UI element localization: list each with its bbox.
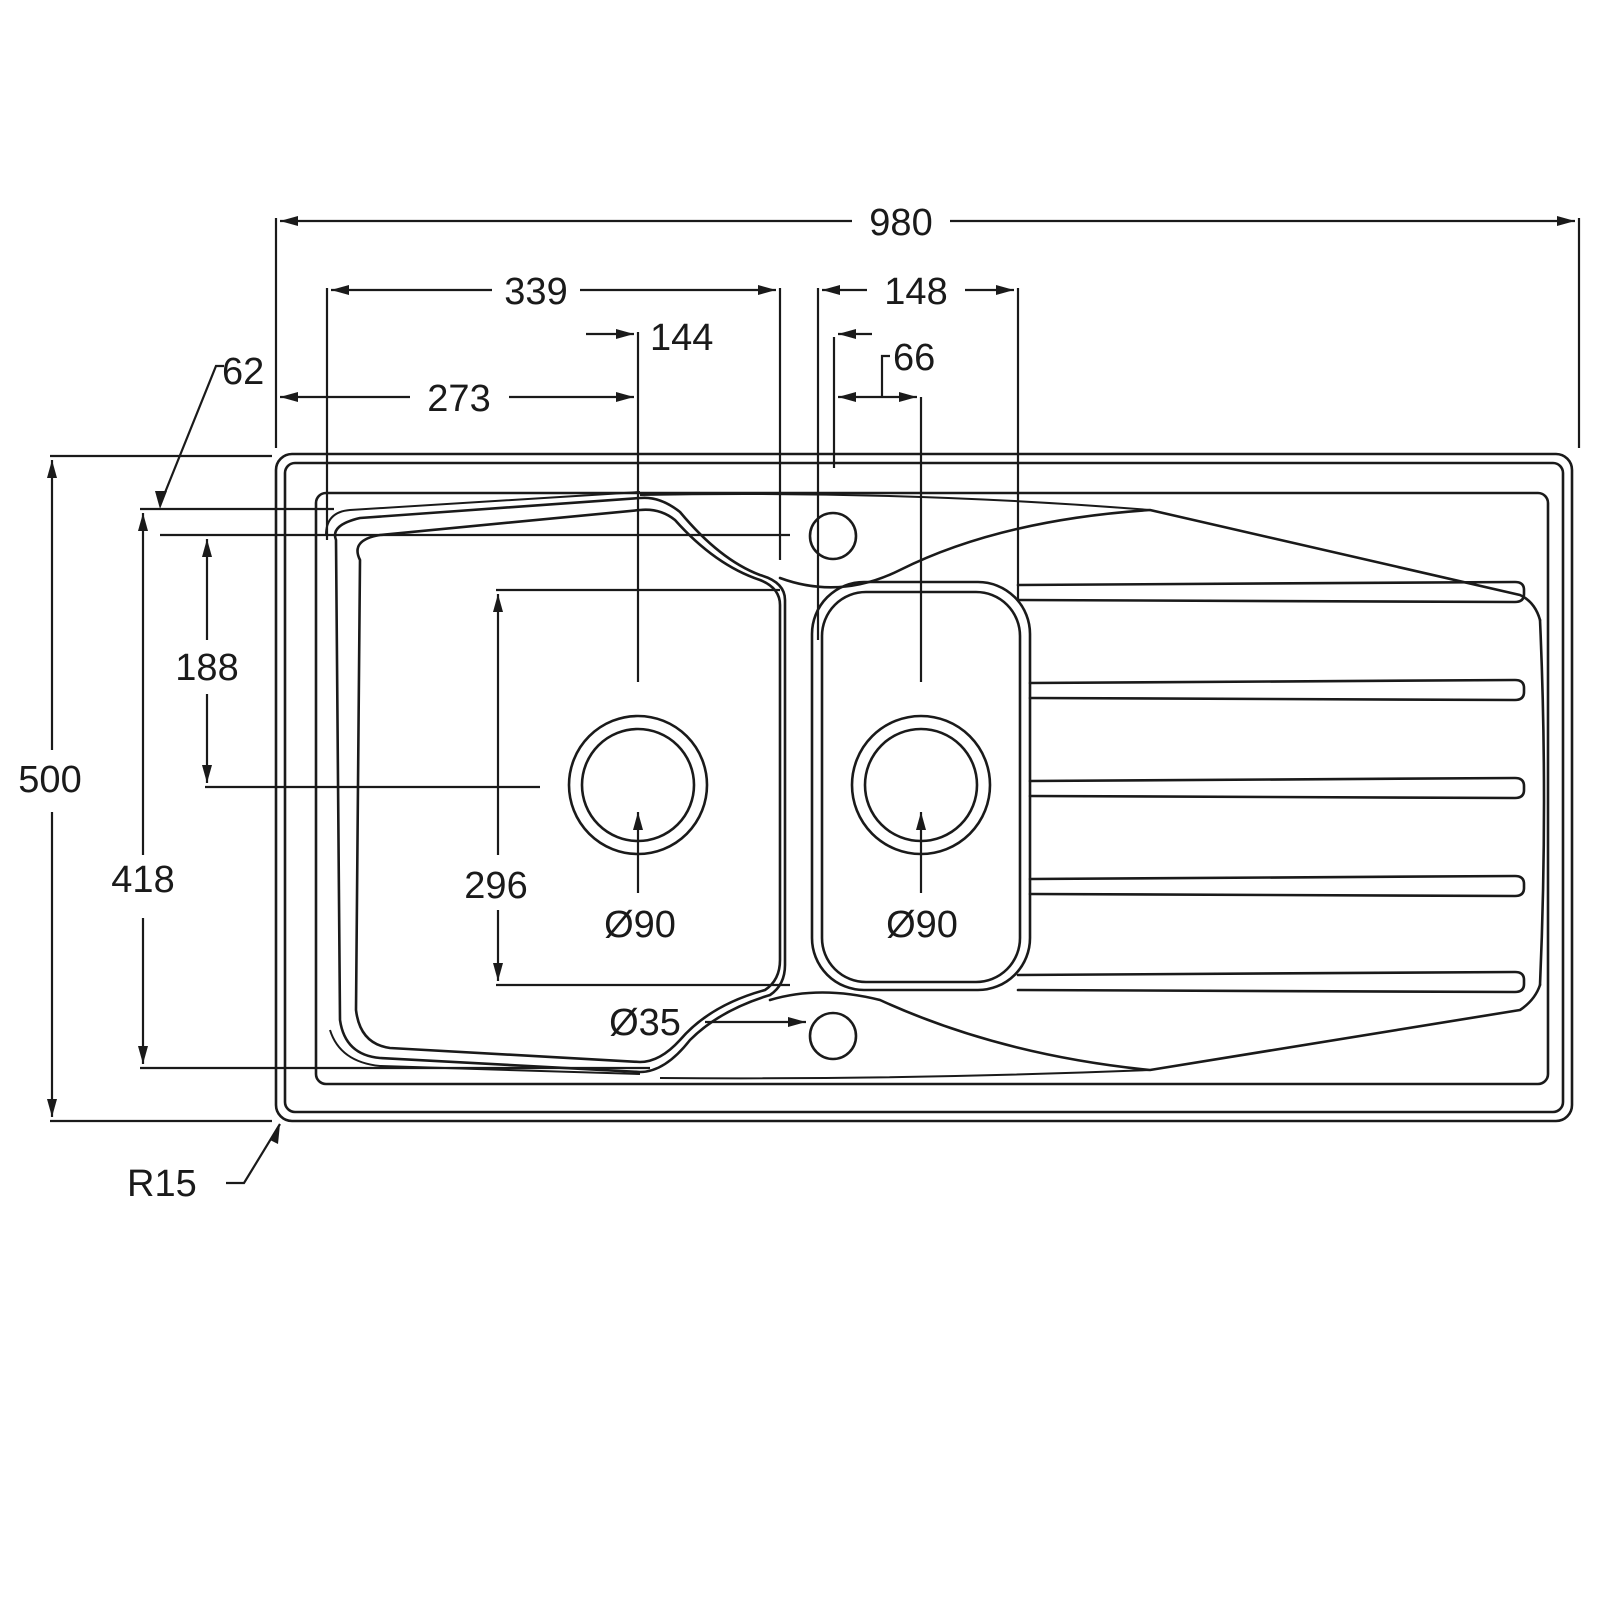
label-corner-radius: R15 <box>127 1163 197 1205</box>
label-main-drain-dia: Ø90 <box>604 904 676 946</box>
drainer-groove <box>1028 776 1526 800</box>
deck-curve-bottom <box>768 983 1542 1072</box>
dimension-labels: 980 339 148 144 66 273 62 500 418 188 29… <box>18 202 958 1205</box>
deck-curve-top <box>778 508 1542 622</box>
arrow <box>838 392 856 402</box>
arrow <box>899 392 917 402</box>
arrow <box>616 392 634 402</box>
deck-curve-top-2 <box>639 493 1151 511</box>
drainer-groove <box>1028 678 1526 702</box>
tap-hole-bottom <box>808 1011 858 1061</box>
arrow <box>280 392 298 402</box>
drainer-right-edge <box>1538 618 1546 987</box>
label-small-bowl-depth: 296 <box>464 865 527 907</box>
deck-curves <box>639 493 1546 1080</box>
main-bowl-flare-bottom <box>329 1029 641 1075</box>
arrow <box>47 1099 57 1117</box>
arrow <box>838 329 856 339</box>
arrow <box>758 285 776 295</box>
label-overall-depth: 500 <box>18 759 81 801</box>
label-main-bowl-width: 339 <box>504 271 567 313</box>
dimension-arrows <box>47 216 1575 1144</box>
arrow <box>822 285 840 295</box>
arrow <box>270 1124 280 1144</box>
arrow <box>202 539 212 557</box>
arrow <box>493 963 503 981</box>
label-main-drain-offset: 144 <box>650 317 713 359</box>
arrow <box>138 513 148 531</box>
label-edge-to-bowl: 62 <box>222 351 264 393</box>
drainer-groove <box>1016 580 1526 604</box>
arrow <box>996 285 1014 295</box>
arrow <box>788 1017 806 1027</box>
arrow <box>493 594 503 612</box>
label-drain-from-top: 188 <box>175 647 238 689</box>
arrow <box>155 491 167 509</box>
label-small-drain-offset: 66 <box>893 337 935 379</box>
arrow <box>202 765 212 783</box>
main-bowl-rim <box>333 496 787 1074</box>
label-overall-width: 980 <box>869 202 932 244</box>
deck-curve-bottom-2 <box>659 1069 1151 1080</box>
arrow <box>616 329 634 339</box>
arrow <box>916 812 926 830</box>
label-bowl-depth-outer: 418 <box>111 859 174 901</box>
drainer-grooves <box>1016 580 1526 994</box>
arrow <box>331 285 349 295</box>
arrow <box>138 1046 148 1064</box>
main-bowl <box>325 491 787 1075</box>
drainer-groove <box>1028 874 1526 898</box>
arrow <box>47 460 57 478</box>
tap-hole-top <box>808 511 858 561</box>
arrow <box>280 216 298 226</box>
label-small-drain-dia: Ø90 <box>886 904 958 946</box>
label-small-bowl-width: 148 <box>884 271 947 313</box>
label-tap-hole-dia: Ø35 <box>609 1002 681 1044</box>
arrow <box>1557 216 1575 226</box>
sink-deck-border <box>314 491 1550 1086</box>
arrow <box>633 812 643 830</box>
drainer-groove <box>1016 970 1526 994</box>
main-bowl-inner <box>354 508 782 1064</box>
label-edge-to-drain: 273 <box>427 378 490 420</box>
